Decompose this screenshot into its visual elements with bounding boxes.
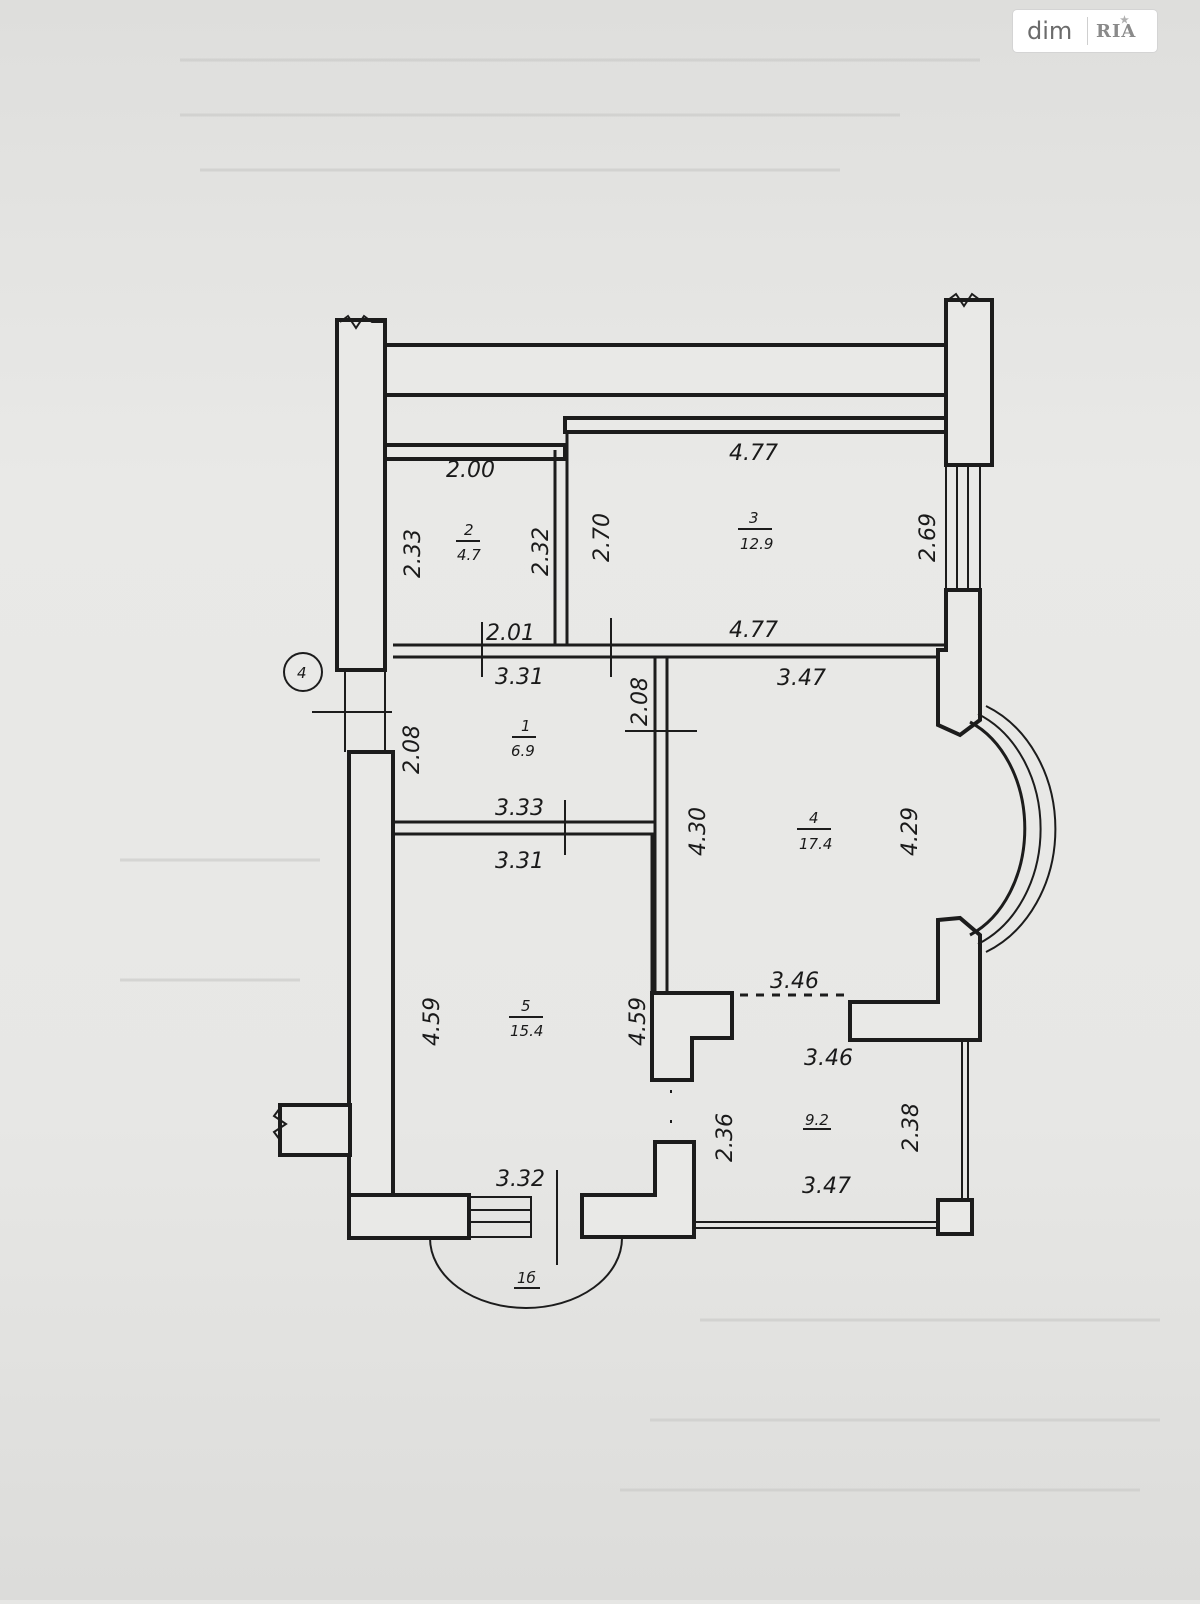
dim-room5-left: 4.59 — [420, 997, 445, 1046]
dimension-labels: 2.00 2.33 2.32 2.01 4.77 2.70 2.69 4.77 … — [400, 441, 941, 1199]
dim-room1-bottom: 3.33 — [495, 796, 544, 821]
dim-room3-top: 4.77 — [729, 441, 778, 466]
room-4-number: 4 — [809, 809, 819, 827]
room-4-area: 17.4 — [799, 835, 832, 853]
room-3-number: 3 — [749, 509, 759, 527]
dim-balcony-left: 2.36 — [713, 1113, 738, 1162]
openings — [272, 292, 1057, 1309]
partitions — [393, 432, 969, 1229]
entrance-arc-label: 1б — [517, 1269, 536, 1287]
room-2-area: 4.7 — [457, 546, 481, 564]
left-wall-lower — [347, 750, 395, 1240]
dim-room2-right: 2.32 — [529, 527, 554, 576]
room-2-number: 2 — [464, 521, 474, 539]
bottom-wall-right — [580, 1140, 696, 1239]
dim-room4-right: 4.29 — [898, 807, 923, 856]
room2-top-wall — [383, 443, 567, 461]
watermark-brand: RIA ★ — [1096, 14, 1137, 42]
right-wall-top — [944, 298, 994, 467]
dim-room3-left: 2.70 — [590, 513, 615, 562]
dim-room2-left: 2.33 — [401, 529, 426, 578]
dim-room2-bottom: 2.01 — [486, 621, 535, 646]
room3-top-wall — [563, 416, 948, 434]
room-5-number: 5 — [521, 997, 531, 1015]
star-icon: ★ — [1120, 14, 1130, 26]
dim-room5-bottom: 3.32 — [496, 1167, 545, 1192]
dim-room4-left: 4.30 — [686, 807, 711, 856]
dim-room1-right: 2.08 — [628, 677, 653, 726]
dim-balcony-right: 2.38 — [899, 1103, 924, 1152]
dim-room1-left: 2.08 — [400, 725, 425, 774]
window-room3 — [945, 464, 981, 591]
watermark-separator — [1087, 17, 1088, 45]
room-3-area: 12.9 — [740, 535, 773, 553]
central-column — [650, 991, 734, 1082]
balcony-area: 9.2 — [805, 1111, 829, 1129]
section-marker: 4 — [283, 652, 323, 692]
dim-balcony-bottom: 3.47 — [802, 1174, 851, 1199]
dim-room4-top: 3.47 — [777, 666, 826, 691]
dim-room2-top: 2.00 — [446, 458, 495, 483]
top-wall — [383, 343, 953, 397]
room-labels: 2 4.7 3 12.9 1 6.9 4 17.4 5 15.4 9.2 1б — [456, 509, 832, 1289]
dim-room3-right: 2.69 — [916, 513, 941, 562]
dim-room3-bottom: 4.77 — [729, 618, 778, 643]
dim-room5-right: 4.59 — [626, 997, 651, 1046]
bottom-wall-left — [347, 1193, 471, 1240]
left-stub-wall — [278, 1103, 352, 1157]
dim-room5-top: 3.31 — [495, 849, 544, 874]
walls — [278, 298, 994, 1240]
room-1-area: 6.9 — [511, 742, 535, 760]
section-marker-circle — [283, 652, 323, 692]
entrance-steps — [468, 1196, 532, 1238]
dim-room4-bottom: 3.46 — [770, 969, 819, 994]
watermark-word: dim — [1027, 17, 1073, 45]
balcony-post — [936, 1198, 974, 1236]
left-wall-upper — [335, 318, 387, 672]
right-wall-mid — [936, 588, 982, 738]
section-marker-label: 4 — [297, 664, 307, 682]
dim-ria-watermark: dim RIA ★ — [1013, 10, 1157, 52]
bay-window-arc — [969, 720, 1027, 937]
room-1-number: 1 — [521, 717, 531, 735]
entrance-door-arc — [429, 1237, 623, 1309]
dim-room1-top: 3.31 — [495, 665, 544, 690]
right-wall-bay-lower — [848, 915, 982, 1042]
dim-balcony-top: 3.46 — [804, 1046, 853, 1071]
room-5-area: 15.4 — [510, 1022, 543, 1040]
